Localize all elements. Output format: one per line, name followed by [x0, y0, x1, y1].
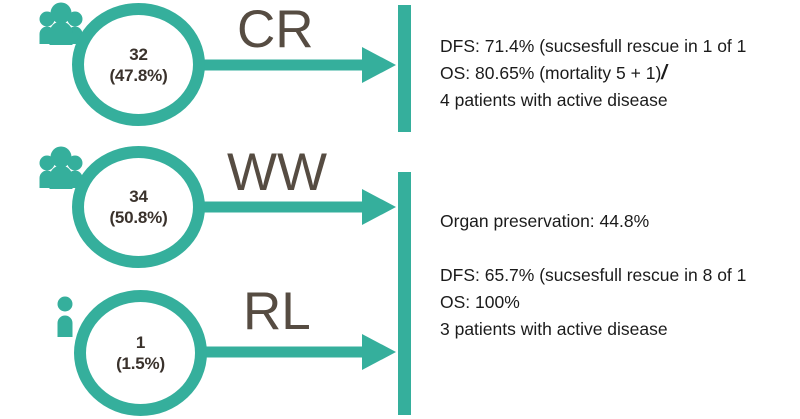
outcome-line-os: OS: 100% — [440, 292, 520, 312]
single-person-icon — [55, 296, 75, 338]
node-percent: (47.8%) — [109, 65, 168, 85]
arrow-shaft — [150, 59, 368, 71]
arrow-shaft — [150, 346, 368, 358]
pathway-label-rl: RL — [243, 282, 311, 341]
outcome-os-text: OS: 80.65% (mortality 5 + 1) — [440, 63, 662, 83]
node-circle-ww: 34 (50.8%) — [72, 146, 205, 268]
node-circle-rl: 1 (1.5%) — [74, 290, 207, 416]
node-count: 32 — [129, 44, 148, 64]
arrow-right-icon — [150, 332, 400, 372]
arrow-right-icon — [150, 187, 400, 227]
node-count: 1 — [135, 333, 146, 352]
arrow-right-icon — [150, 45, 400, 85]
people-group-icon — [38, 2, 84, 46]
people-group-icon — [38, 146, 84, 190]
arrow-shaft — [150, 201, 368, 213]
outcome-line-dfs: DFS: 71.4% (sucsesfull rescue in 1 of 1 — [440, 36, 747, 56]
outcome-bar-bottom — [398, 172, 411, 415]
outcome-bar-top — [398, 5, 411, 132]
slash-icon: / — [661, 62, 667, 84]
outcome-line-active-disease: 4 patients with active disease — [440, 90, 668, 110]
outcome-text-top: DFS: 71.4% (sucsesfull rescue in 1 of 1 … — [440, 33, 746, 114]
node-count: 34 — [129, 187, 148, 206]
outcome-text-bottom: Organ preservation: 44.8% DFS: 65.7% (su… — [440, 208, 746, 343]
outcome-line-organ-preservation: Organ preservation: 44.8% — [440, 211, 650, 231]
arrow-head — [362, 47, 396, 83]
outcome-line-os: OS: 80.65% (mortality 5 + 1)/ — [440, 60, 746, 87]
pathway-label-cr: CR — [237, 0, 314, 59]
arrow-head — [362, 334, 396, 370]
pathway-label-ww: WW — [227, 143, 328, 202]
node-circle-cr: 32 (47.8%) — [72, 3, 205, 126]
node-percent: (50.8%) — [109, 208, 168, 227]
arrow-head — [362, 189, 396, 225]
node-percent: (1.5%) — [116, 354, 165, 373]
outcome-line-spacer — [440, 235, 746, 262]
outcome-line-active-disease: 3 patients with active disease — [440, 319, 668, 339]
outcome-line-dfs: DFS: 65.7% (sucsesfull rescue in 8 of 1 — [440, 265, 747, 285]
